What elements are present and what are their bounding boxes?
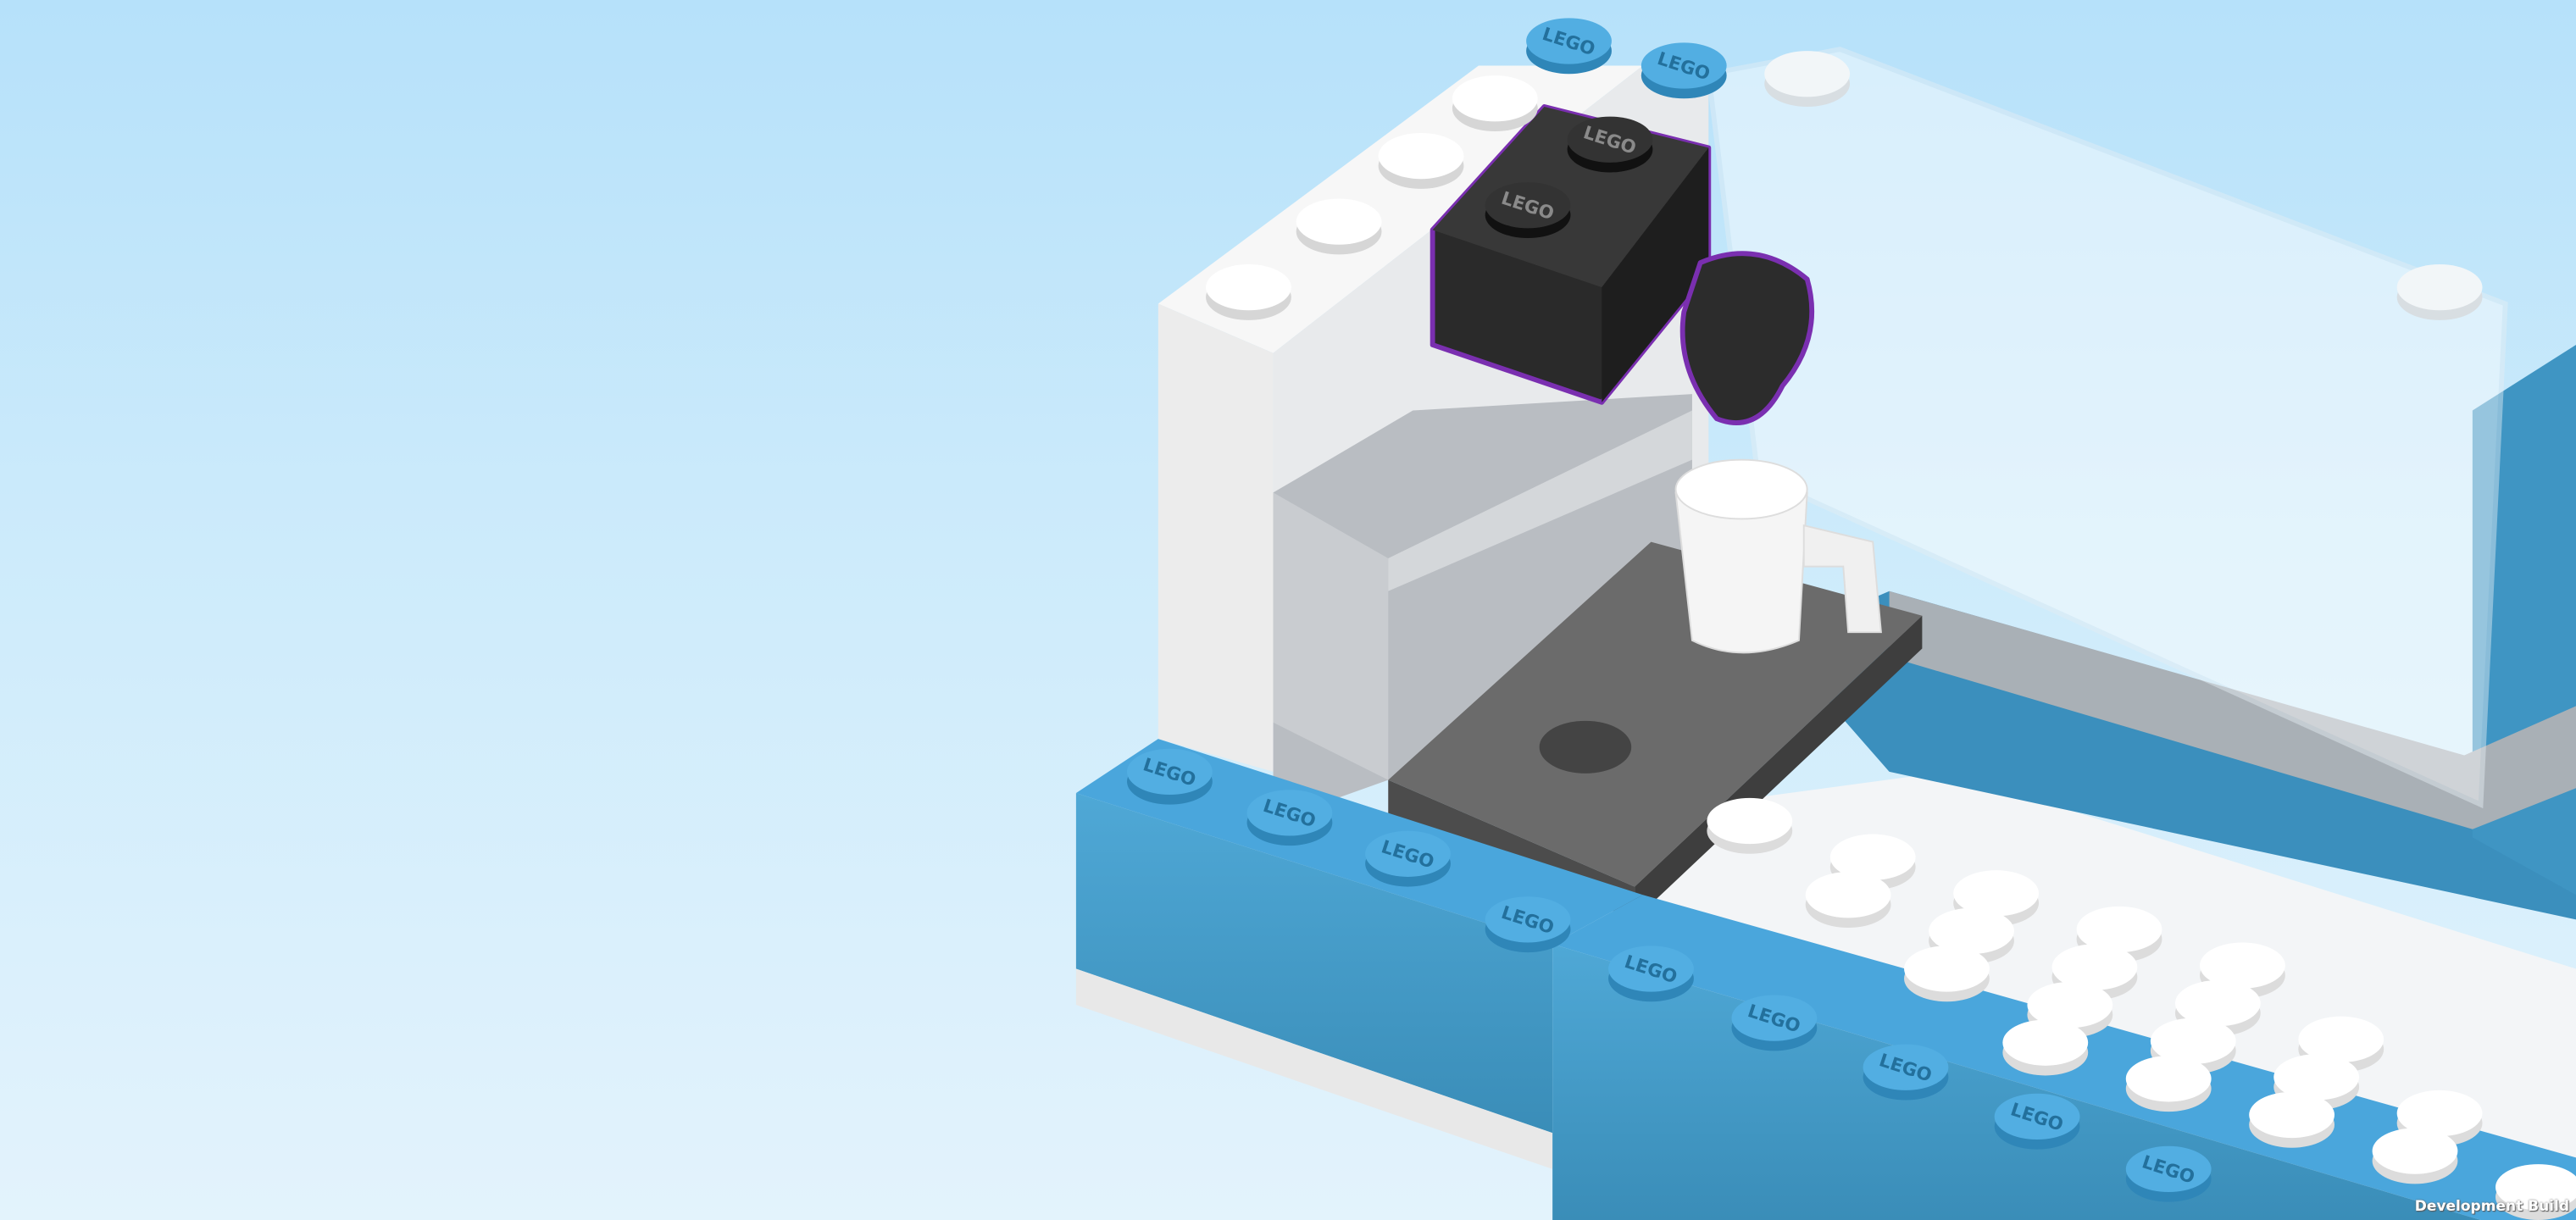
stud bbox=[2496, 1164, 2576, 1220]
stud bbox=[1452, 75, 1538, 132]
stud bbox=[1904, 946, 1990, 1002]
stud bbox=[1296, 198, 1382, 255]
stud: LEGO bbox=[1246, 790, 1333, 846]
stud bbox=[2249, 1091, 2334, 1148]
stud bbox=[2174, 980, 2261, 1036]
stud bbox=[1707, 797, 1793, 854]
studs: LEGO LEGO LEGO LEGO LEGO LEGO LEGO LEGO LEGO LEGO… bbox=[1127, 18, 2576, 1220]
white-cup[interactable] bbox=[1674, 458, 1882, 654]
stud: LEGO bbox=[1641, 42, 1727, 99]
stud bbox=[1378, 132, 1464, 189]
stud bbox=[2002, 1019, 2089, 1076]
stud: LEGO bbox=[1365, 830, 1451, 887]
stud: LEGO bbox=[1731, 995, 1818, 1051]
stud: LEGO bbox=[1608, 946, 1694, 1002]
stud: LEGO bbox=[1994, 1093, 2080, 1150]
stud bbox=[1206, 264, 1291, 320]
stud bbox=[2372, 1128, 2458, 1184]
stud bbox=[1805, 872, 1891, 929]
stud: LEGO bbox=[1567, 116, 1653, 173]
stud bbox=[1764, 51, 1851, 107]
stud: LEGO bbox=[2125, 1145, 2212, 1202]
stud: LEGO bbox=[1485, 896, 1571, 953]
development-build-label: Development Build bbox=[2414, 1198, 2569, 1215]
stud bbox=[2396, 264, 2483, 320]
stud: LEGO bbox=[1485, 182, 1571, 239]
stud: LEGO bbox=[1863, 1044, 1949, 1101]
stud bbox=[2150, 1018, 2236, 1074]
stud: LEGO bbox=[1127, 748, 1213, 805]
blue-back-wall[interactable] bbox=[1774, 344, 2576, 920]
stud bbox=[2125, 1056, 2212, 1112]
stud: LEGO bbox=[1526, 18, 1612, 75]
